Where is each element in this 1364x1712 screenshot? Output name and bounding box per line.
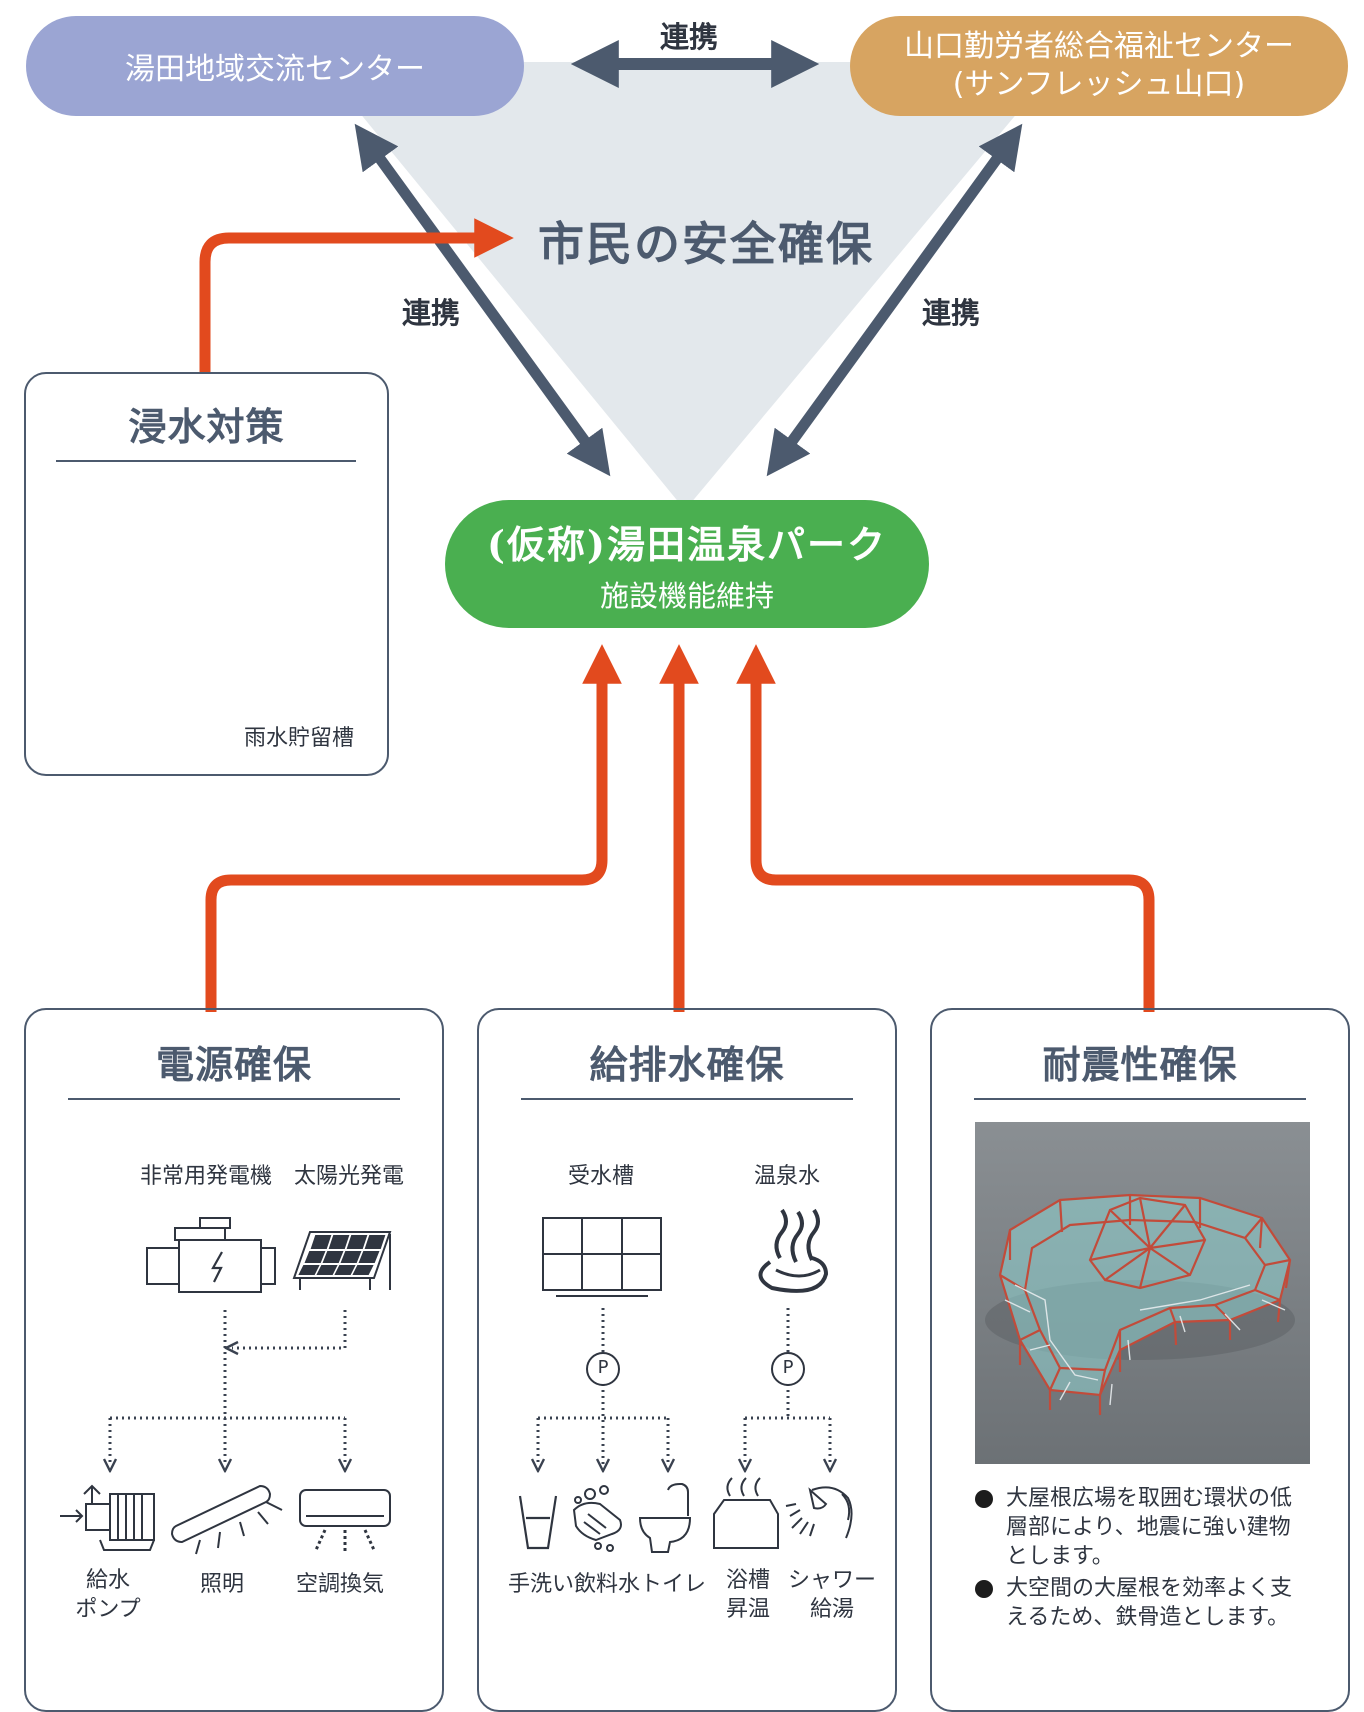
pump-symbol-2: P	[782, 1357, 794, 1378]
flood-measures-box: 浸水対策	[24, 372, 389, 776]
sunfresh-yamaguchi-node: 山口勤労者総合福祉センター (サンフレッシュ山口)	[850, 16, 1348, 116]
seismic-note-2: 大空間の大屋根を効率よく支えるため、鉄骨造とします。	[1006, 1576, 1293, 1630]
bathtub-icon	[713, 1477, 779, 1549]
water-dotted-lines	[538, 1308, 830, 1465]
hot-spring-water-label: 温泉水	[754, 1164, 821, 1189]
yuda-community-center-node: 湯田地域交流センター	[26, 16, 524, 116]
air-conditioning-label: 空調換気	[296, 1572, 385, 1597]
generator-icon	[146, 1217, 276, 1293]
bullet-icon	[975, 1580, 993, 1598]
link-label-top: 連携	[660, 20, 719, 54]
bathtub-heating-line1: 浴槽	[725, 1568, 770, 1593]
quake-to-park-arrow	[736, 644, 1155, 1012]
water-tank-icon	[542, 1217, 662, 1297]
sunfresh-label-line2: (サンフレッシュ山口)	[952, 67, 1246, 102]
power-to-park-arrow	[205, 644, 622, 1012]
power-dotted-lines	[110, 1310, 345, 1465]
shower-hot-water-label: シャワー 給湯	[784, 1566, 880, 1624]
link-arrow-left	[354, 123, 611, 477]
handwash-label: 手洗い	[508, 1572, 575, 1597]
toilet-icon	[638, 1483, 692, 1553]
link-label-right: 連携	[922, 296, 981, 330]
handwash-icon	[572, 1485, 622, 1552]
solar-label: 太陽光発電	[294, 1164, 405, 1189]
link-arrow-right	[766, 123, 1023, 477]
citizen-safety-goal: 市民の安全確保	[538, 217, 874, 271]
pump-icon	[586, 1352, 805, 1386]
park-subtitle: 施設機能維持	[599, 578, 774, 613]
bullet-icon	[975, 1490, 993, 1508]
link-label-left: 連携	[402, 296, 461, 330]
flood-title-rule	[56, 460, 356, 462]
solar-panel-icon	[292, 1231, 392, 1290]
power-supply-title: 電源確保	[155, 1043, 312, 1087]
seismic-note-1: 大屋根広場を取囲む環状の低層部により、地震に強い建物とします。	[1006, 1486, 1293, 1569]
water-pump-label-line2: ポンプ	[75, 1597, 141, 1622]
steel-frame-rendering	[975, 1122, 1310, 1464]
shower-hot-water-line1: シャワー	[787, 1568, 876, 1593]
water-pump-label: 給水 ポンプ	[60, 1566, 156, 1624]
water-pump-label-line1: 給水	[85, 1568, 130, 1593]
water-supply-title: 給排水確保	[589, 1043, 785, 1087]
flood-measures-title: 浸水対策	[128, 405, 285, 449]
rainwater-tank-label: 雨水貯留槽	[244, 726, 355, 751]
drinking-water-label: 飲料水	[574, 1572, 641, 1597]
flood-to-goal-arrow	[199, 218, 514, 372]
power-title-rule	[68, 1098, 400, 1100]
cooperation-triangle	[318, 62, 1060, 510]
water-title-rule	[521, 1098, 853, 1100]
air-conditioner-icon	[299, 1489, 391, 1552]
sunfresh-label-line1: 山口勤労者総合福祉センター	[904, 29, 1294, 64]
shower-icon	[785, 1486, 853, 1539]
pump-symbol-1: P	[597, 1357, 609, 1378]
shower-hot-water-line2: 給湯	[809, 1597, 854, 1622]
toilet-label: トイレ	[640, 1572, 707, 1597]
bathtub-heating-line2: 昇温	[725, 1597, 770, 1622]
generator-label: 非常用発電機	[140, 1164, 273, 1189]
water-pump-icon	[60, 1484, 155, 1551]
cup-icon	[518, 1495, 558, 1550]
hot-spring-icon	[758, 1208, 829, 1293]
water-tank-label: 受水槽	[568, 1164, 635, 1189]
bathtub-heating-label: 浴槽 昇温	[720, 1566, 776, 1624]
seismic-title-rule	[974, 1098, 1306, 1100]
seismic-resistance-title: 耐震性確保	[1042, 1043, 1238, 1087]
fluorescent-light-icon	[170, 1484, 283, 1555]
yuda-onsen-park-node: (仮称)湯田温泉パーク 施設機能維持	[445, 500, 929, 628]
water-supply-box: 給排水確保	[477, 1008, 897, 1712]
park-title: (仮称)湯田温泉パーク	[487, 521, 887, 567]
lighting-label: 照明	[200, 1572, 245, 1597]
yuda-community-center-label: 湯田地域交流センター	[125, 52, 425, 87]
